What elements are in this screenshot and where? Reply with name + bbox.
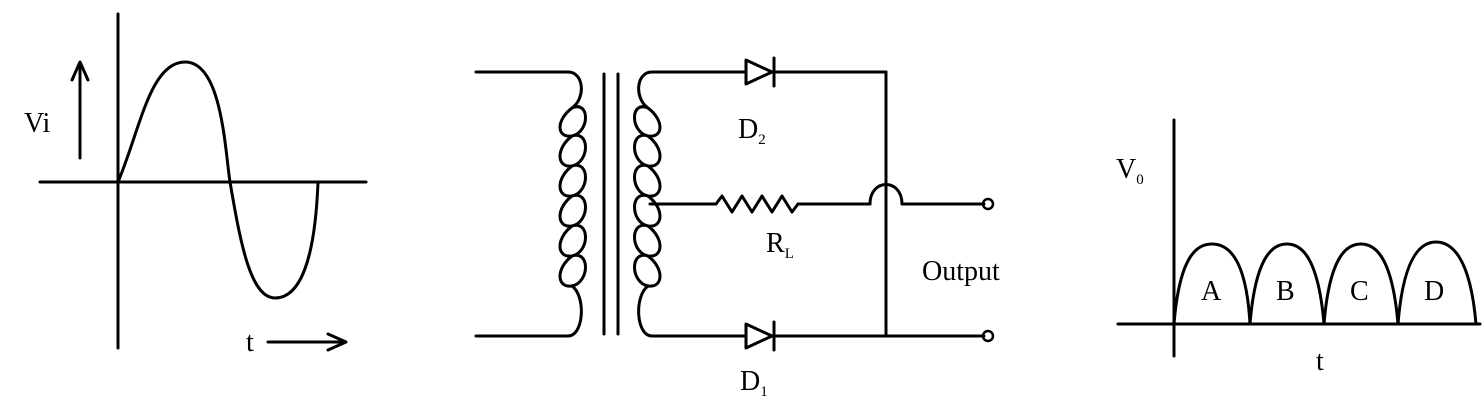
output-terminal-top (981, 197, 995, 211)
resistor-rl-label: RL (766, 228, 794, 262)
hump-a-label: A (1201, 276, 1222, 307)
v0-label: V0 (1116, 154, 1144, 188)
transformer (474, 70, 662, 338)
resistor-rl-zigzag (714, 194, 800, 214)
hump-b-arc (1248, 242, 1326, 326)
hump-c-arc (1322, 242, 1400, 326)
hump-b-label: B (1276, 276, 1295, 307)
output-t-label: t (1316, 346, 1324, 377)
vi-arrow-head-icon (70, 60, 90, 82)
hump-d-label: D (1424, 276, 1444, 307)
diode-d1-triangle-icon (744, 322, 774, 350)
output-waveform-graph: A B C D V0 t (1116, 118, 1482, 377)
wire-crossover-hop (868, 183, 904, 206)
input-waveform-graph: Vi t (24, 12, 368, 358)
primary-coil (558, 70, 587, 338)
diode-d2-triangle-icon (744, 58, 774, 86)
t-arrow-head-icon (326, 332, 348, 352)
rectifier-circuit: D2 D1 RL Output (648, 56, 1000, 400)
hump-c-label: C (1350, 276, 1369, 307)
vi-label: Vi (24, 108, 51, 139)
output-terminal-bottom (981, 329, 995, 343)
diode-d1-label: D1 (740, 366, 768, 400)
hump-a-arc (1172, 242, 1252, 326)
input-t-label: t (246, 327, 254, 358)
diode-d2-label: D2 (738, 114, 766, 148)
input-sine-wave (116, 60, 320, 300)
secondary-coil (633, 70, 662, 338)
hump-d-arc (1396, 240, 1478, 326)
output-label: Output (922, 256, 1000, 287)
